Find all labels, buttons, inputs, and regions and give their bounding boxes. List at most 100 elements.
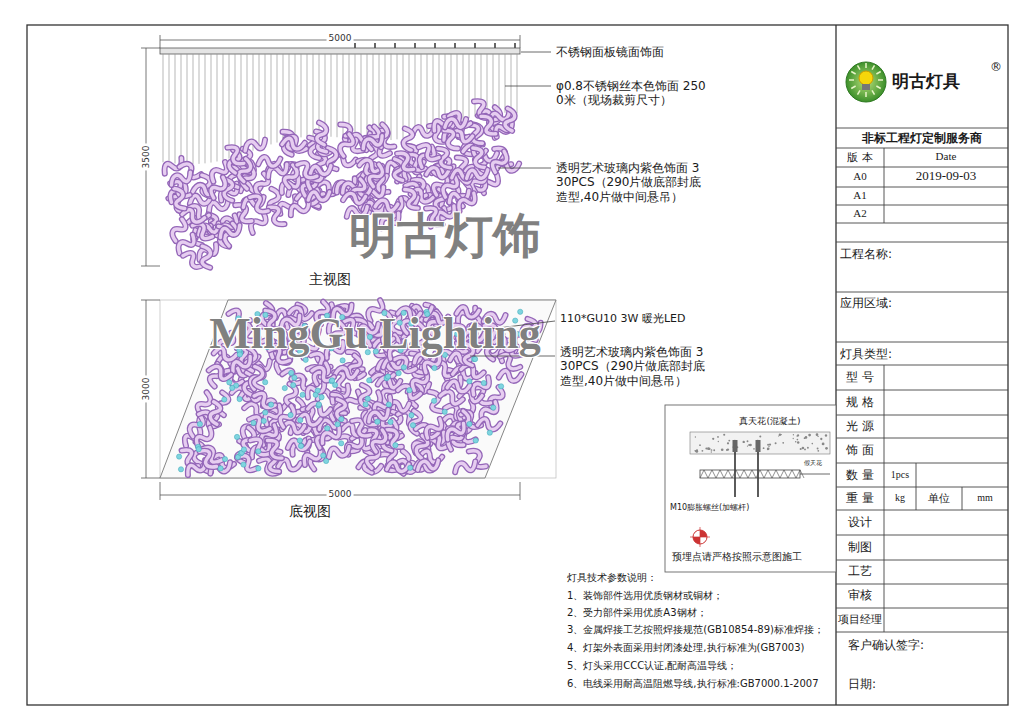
- steel-wire: [439, 54, 440, 128]
- logo-ray: [851, 86, 855, 89]
- bottom-view: [141, 299, 556, 500]
- concrete-grain: [696, 450, 699, 453]
- glass-piece: [403, 128, 412, 150]
- glass-piece: [397, 383, 421, 400]
- glass-piece: [403, 187, 419, 211]
- glass-fill: [471, 146, 486, 170]
- glass-outline: [296, 160, 318, 182]
- detail-label: 真天花(混凝土): [739, 416, 800, 427]
- title-block-rule: [836, 438, 1008, 439]
- title-cell: mm: [977, 492, 993, 504]
- glass-piece: [253, 366, 263, 388]
- title-cell: 规 格: [846, 395, 874, 409]
- glass-fill: [466, 168, 489, 180]
- front-view: [141, 35, 551, 270]
- concrete-grain: [759, 435, 761, 437]
- glass-outline: [253, 366, 263, 388]
- title-cell: 工艺: [848, 564, 872, 578]
- glass-piece: [317, 123, 327, 145]
- led-spot: [408, 465, 413, 470]
- concrete-grain: [804, 437, 806, 439]
- glass-fill: [317, 123, 327, 145]
- glass-piece: [226, 144, 245, 168]
- glass-piece: [209, 402, 221, 425]
- led-spot: [410, 423, 415, 428]
- title-block-rule: [836, 128, 1008, 129]
- title-block-rule: [836, 223, 1008, 224]
- glass-fill: [248, 366, 267, 390]
- glass-piece: [307, 402, 331, 417]
- glass-piece: [367, 164, 386, 188]
- led-spot: [375, 419, 380, 424]
- glass-fill: [282, 137, 305, 150]
- steel-wire: [223, 54, 224, 160]
- logo-icon: [846, 62, 886, 102]
- glass-piece: [471, 146, 486, 170]
- glass-piece: [370, 429, 389, 453]
- steel-wire: [229, 54, 230, 159]
- glass-fill: [403, 128, 412, 150]
- led-spot: [325, 426, 330, 431]
- extension-line: [160, 35, 161, 48]
- led-spot: [491, 405, 496, 410]
- concrete-grain: [767, 444, 769, 446]
- led-spot: [467, 379, 472, 384]
- title-block-rule: [836, 463, 1008, 464]
- extension-line: [520, 482, 521, 500]
- glass-fill: [226, 144, 245, 168]
- steel-wire: [187, 54, 188, 164]
- led-spot: [196, 447, 201, 452]
- glass-outline: [499, 370, 522, 382]
- steel-wire: [511, 54, 512, 113]
- glass-outline: [277, 405, 297, 428]
- hanger: [514, 43, 516, 48]
- steel-wire: [289, 54, 290, 139]
- logo-ray: [849, 79, 854, 81]
- steel-wire: [217, 54, 218, 161]
- concrete-grain: [713, 449, 715, 451]
- glass-outline: [489, 150, 510, 173]
- led-spot: [315, 388, 320, 393]
- title-cell: 制图: [848, 540, 872, 554]
- led-spot: [263, 410, 268, 415]
- logo-ray: [872, 90, 875, 94]
- glass-outline: [187, 414, 206, 437]
- glass-outline: [311, 364, 335, 383]
- concrete-grain: [817, 450, 819, 452]
- hanger: [494, 43, 496, 48]
- glass-fill: [337, 133, 356, 157]
- steel-wire: [295, 54, 296, 138]
- false-ceiling-line: [800, 474, 830, 475]
- led-spot: [177, 454, 182, 459]
- led-spot: [316, 402, 321, 407]
- sheet-frame: [27, 25, 1008, 705]
- glass-fill: [336, 399, 347, 422]
- glass-piece: [253, 390, 276, 411]
- title-cell: A0: [853, 170, 866, 183]
- glass-piece: [208, 364, 232, 382]
- concrete-grain: [808, 434, 811, 437]
- glass-outline: [453, 460, 476, 474]
- glass-piece: [248, 414, 271, 435]
- led-spot: [339, 417, 344, 422]
- canopy-bar: [160, 48, 520, 54]
- concrete-grain: [748, 444, 750, 446]
- logo-ray: [872, 65, 875, 69]
- led-spot: [300, 392, 305, 397]
- title-block-rule: [836, 560, 1008, 561]
- concrete-grain: [817, 436, 818, 437]
- concrete-grain: [712, 438, 714, 440]
- glass-piece: [266, 437, 283, 461]
- title-cell: 应用区域:: [840, 296, 892, 310]
- steel-wire: [241, 54, 242, 155]
- concrete-grain: [781, 434, 782, 435]
- glass-piece: [248, 366, 267, 390]
- concrete-grain: [775, 442, 777, 444]
- annotation: φ0.8不锈钢丝本色饰面 2500米（现场裁剪尺寸）: [556, 79, 706, 108]
- glass-outline: [209, 402, 221, 425]
- steel-wire: [163, 54, 164, 162]
- concrete-grain: [747, 440, 749, 442]
- steel-wire: [463, 54, 464, 120]
- steel-wire: [307, 54, 308, 137]
- anchor-bolt: [733, 440, 738, 452]
